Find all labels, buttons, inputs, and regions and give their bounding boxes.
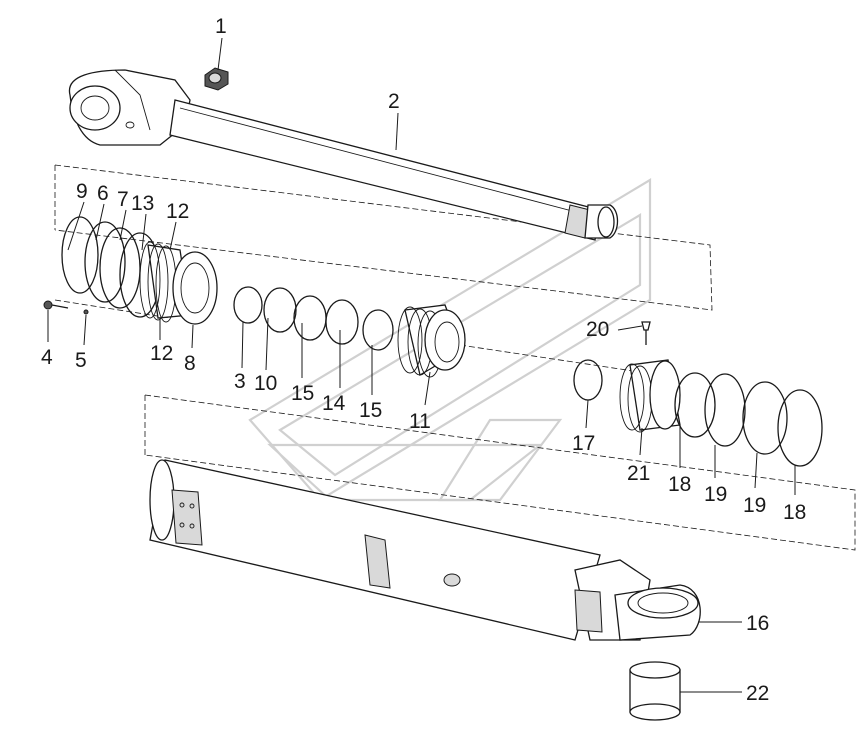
label-part-11: 11 — [409, 410, 431, 433]
label-part-22: 22 — [746, 682, 769, 705]
piston-rod — [68, 69, 619, 241]
label-part-21: 21 — [627, 462, 650, 485]
label-part-15-right: 15 — [359, 399, 382, 422]
seal-rings-middle — [233, 286, 394, 351]
grease-nipple — [204, 67, 229, 91]
label-part-8: 8 — [184, 352, 196, 375]
alignment-frames — [54, 164, 856, 551]
leader-lines — [47, 37, 796, 693]
label-part-14: 14 — [322, 392, 346, 415]
label-part-15-left: 15 — [291, 382, 314, 405]
label-part-13: 13 — [131, 192, 154, 215]
label-part-19-right: 19 — [743, 494, 766, 517]
part-labels: 1 2 9 6 7 13 12 4 5 12 8 3 10 15 14 15 1… — [41, 15, 806, 705]
label-part-12-top: 12 — [166, 200, 189, 223]
label-part-9: 9 — [76, 180, 88, 203]
label-part-18-left: 18 — [668, 473, 691, 496]
label-part-17: 17 — [572, 432, 595, 455]
label-part-2: 2 — [388, 90, 400, 113]
piston — [397, 304, 466, 378]
cylinder-barrel — [149, 459, 701, 641]
label-part-5: 5 — [75, 349, 87, 372]
seal-rings-left — [43, 216, 218, 325]
label-part-7: 7 — [117, 188, 129, 211]
seal-rings-right — [573, 321, 823, 467]
label-part-16: 16 — [746, 612, 769, 635]
bushing — [629, 661, 681, 721]
label-part-1: 1 — [215, 15, 227, 38]
label-part-3: 3 — [234, 370, 246, 393]
label-part-6: 6 — [97, 182, 109, 205]
label-part-12-bottom: 12 — [150, 342, 173, 365]
label-part-18-right: 18 — [783, 501, 806, 524]
label-part-20: 20 — [586, 318, 609, 341]
label-part-10: 10 — [254, 372, 277, 395]
label-part-19-left: 19 — [704, 483, 727, 506]
label-part-4: 4 — [41, 346, 53, 369]
